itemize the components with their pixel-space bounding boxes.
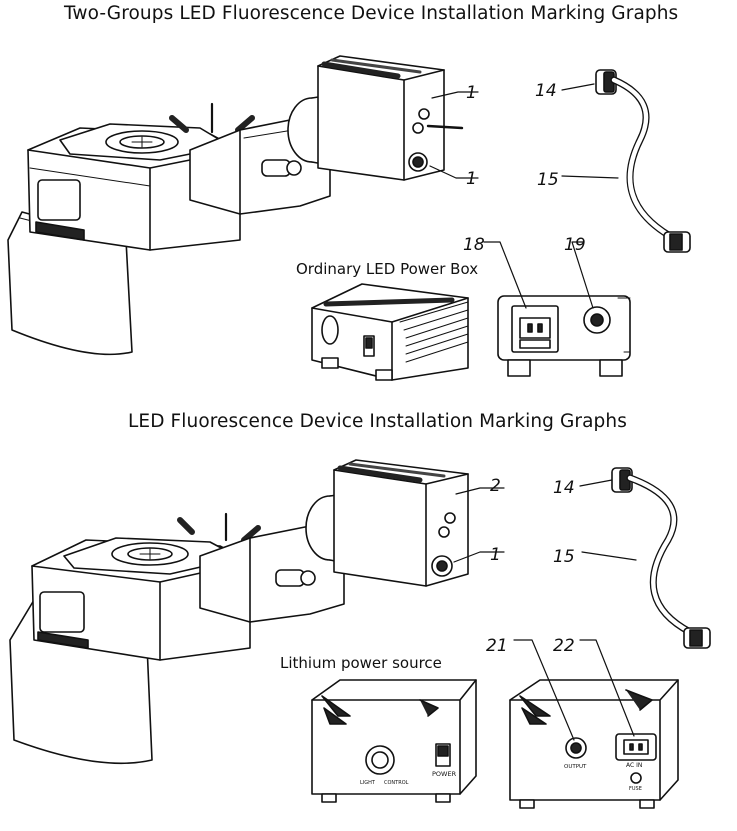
- cable-top: [561, 69, 691, 253]
- lithium-power-rear: [509, 639, 679, 809]
- callout-19: 19: [564, 235, 586, 255]
- control-knob-label: CONTROL: [384, 780, 409, 786]
- output-port-label: OUTPUT: [564, 764, 587, 770]
- power-switch-label: POWER: [432, 770, 457, 778]
- callout-14-bottom: 14: [553, 478, 575, 498]
- lithium-power-front: [311, 679, 477, 803]
- callout-15-bottom: 15: [553, 547, 575, 567]
- callout-14-top: 14: [535, 81, 557, 101]
- callout-22: 22: [553, 636, 575, 656]
- callout-1-top-a: 1: [466, 83, 477, 103]
- callout-18: 18: [463, 235, 485, 255]
- microscope-bottom: [9, 459, 505, 765]
- title-single-group: LED Fluorescence Device Installation Mar…: [128, 411, 627, 432]
- light-knob-label: LIGHT: [360, 780, 375, 786]
- fuse-label: FUSE: [629, 786, 642, 792]
- ordinary-power-box-rear: [483, 241, 631, 377]
- callout-2-bottom: 2: [490, 476, 501, 496]
- callout-1-top-b: 1: [466, 169, 477, 189]
- ordinary-power-box: [311, 283, 469, 381]
- callout-15-top: 15: [537, 170, 559, 190]
- label-lithium-power-source: Lithium power source: [280, 654, 442, 672]
- callout-21: 21: [486, 636, 508, 656]
- callout-1-bottom: 1: [490, 545, 501, 565]
- ac-in-label: AC IN: [626, 762, 643, 769]
- microscope-top: [7, 55, 479, 356]
- cable-bottom: [579, 467, 711, 649]
- label-ordinary-power-box: Ordinary LED Power Box: [296, 260, 479, 278]
- title-two-groups: Two-Groups LED Fluorescence Device Insta…: [64, 3, 679, 24]
